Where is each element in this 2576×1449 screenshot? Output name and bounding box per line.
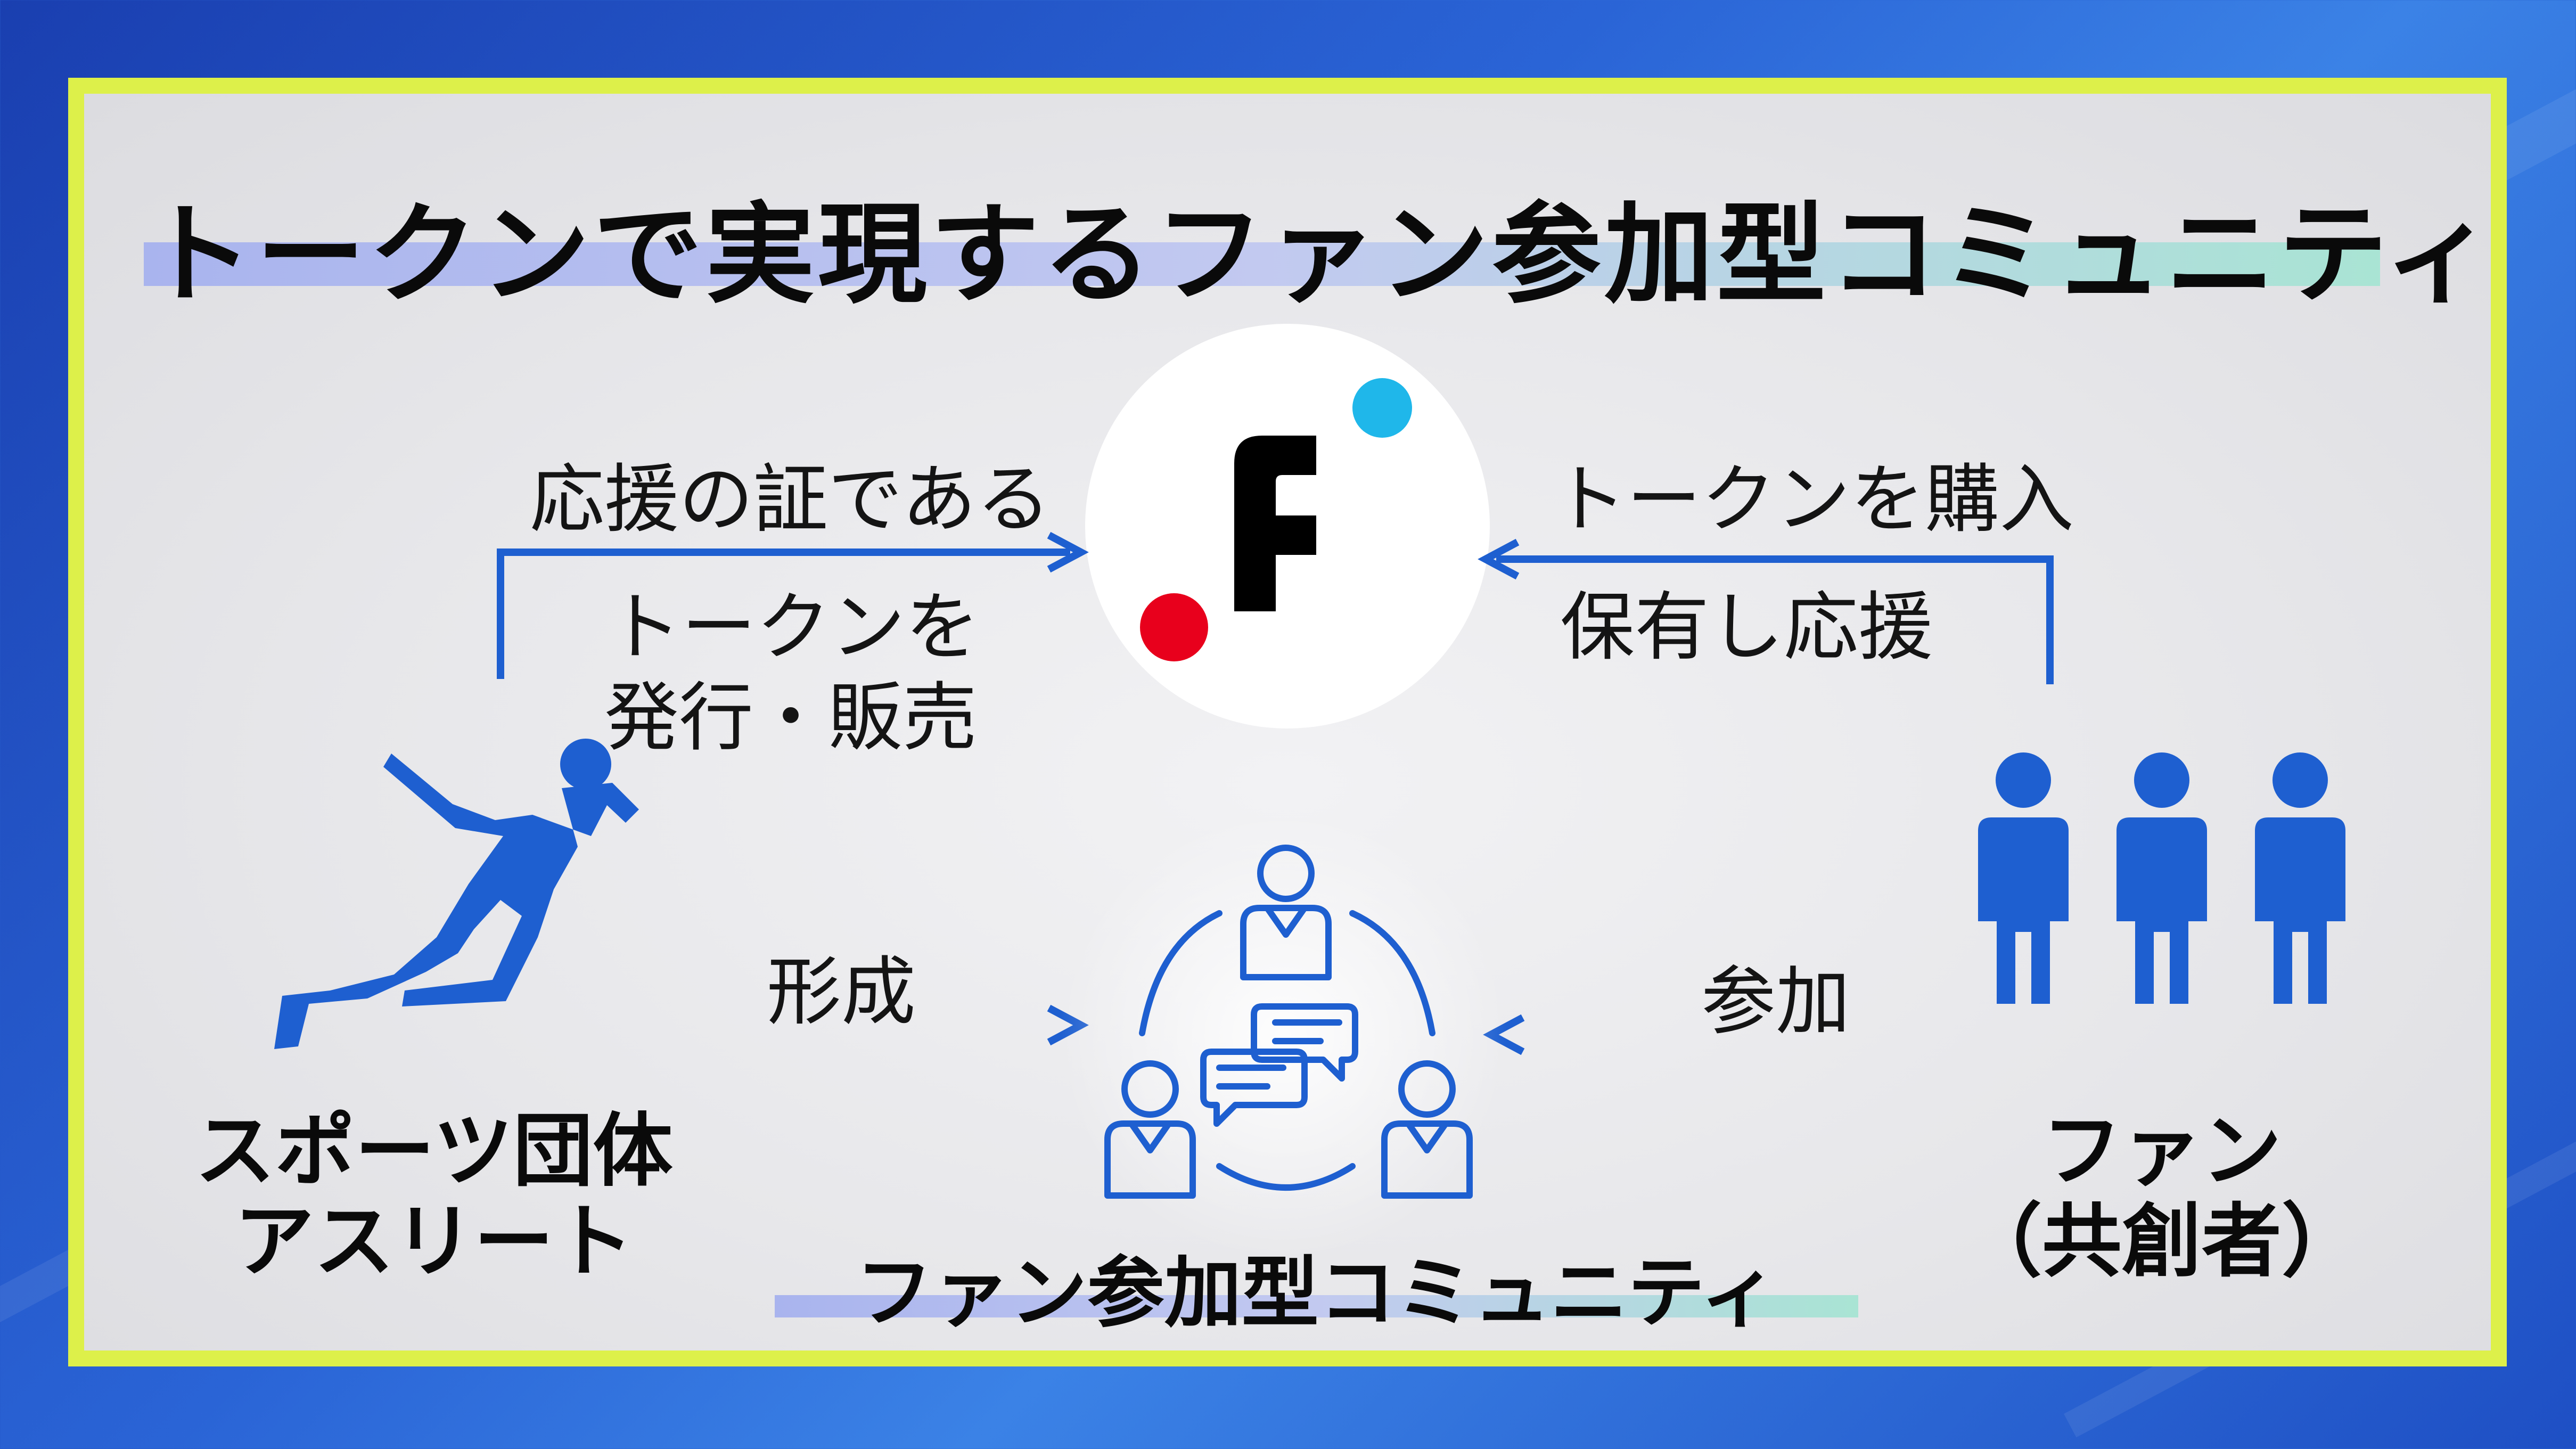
page-title: トークンで実現するファン参加型コミュニティ xyxy=(144,192,2497,318)
fan-person-2-icon xyxy=(2116,752,2207,1004)
fan-person-1-icon xyxy=(1978,752,2069,1004)
title-underline xyxy=(144,242,2380,286)
logo-cyan-dot xyxy=(1352,378,1412,438)
label-form: 形成 xyxy=(767,949,916,1036)
logo-red-dot xyxy=(1140,593,1208,661)
community-label: ファン参加型コミュニティ xyxy=(855,1248,1778,1338)
community-label-underline xyxy=(775,1295,1858,1317)
label-issue-line2: トークンを xyxy=(607,584,980,671)
logo-letter-f xyxy=(1234,436,1316,611)
label-issue-line1: 応援の証である xyxy=(530,456,1051,543)
arrow-issue-tokens xyxy=(497,531,1089,679)
fan-label-line2: （共創者） xyxy=(1962,1196,2361,1288)
label-buy-line1: トークンを購入 xyxy=(1552,456,2074,543)
arrow-buy-tokens xyxy=(1478,538,2054,684)
athlete-label-line2: アスリート xyxy=(234,1196,634,1288)
fan-person-3-icon xyxy=(2255,752,2345,1004)
athlete-label-line1: スポーツ団体 xyxy=(195,1105,673,1198)
label-buy-line2: 保有し応援 xyxy=(1560,584,1933,671)
fan-label-line1: ファン xyxy=(2041,1105,2282,1198)
label-join: 参加 xyxy=(1701,959,1851,1045)
label-issue-line3: 発行・販売 xyxy=(604,675,978,762)
